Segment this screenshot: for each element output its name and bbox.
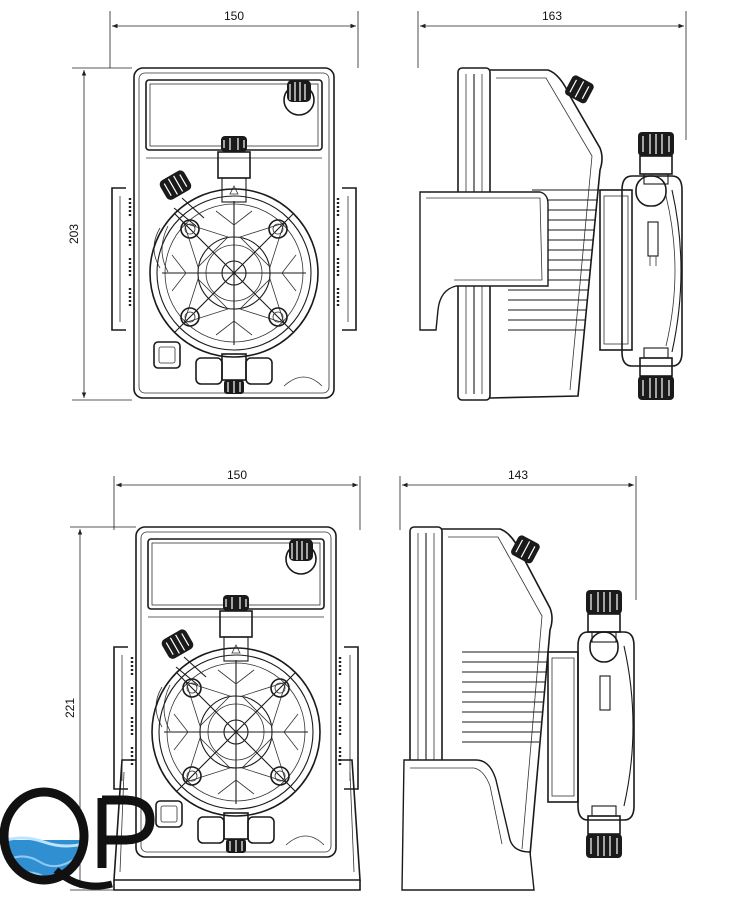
front-view-2: 150 221 <box>63 468 361 891</box>
width-dimension-label: 143 <box>508 468 528 482</box>
side-view-2: 143 <box>399 468 637 891</box>
pump-front-outline <box>112 68 356 398</box>
pump-front-outline <box>114 527 361 891</box>
pump-side-outline <box>401 526 635 891</box>
height-dimension-label: 203 <box>67 224 81 244</box>
qp-water-logo-icon <box>0 787 155 890</box>
height-dimension-label: 221 <box>63 698 77 718</box>
width-dimension-label: 163 <box>542 9 562 23</box>
width-dimension-label: 150 <box>224 9 244 23</box>
front-view-1: 150 203 <box>67 9 359 401</box>
side-view-1: 163 <box>417 9 687 401</box>
width-dimension-label: 150 <box>227 468 247 482</box>
pump-side-outline <box>419 67 683 401</box>
